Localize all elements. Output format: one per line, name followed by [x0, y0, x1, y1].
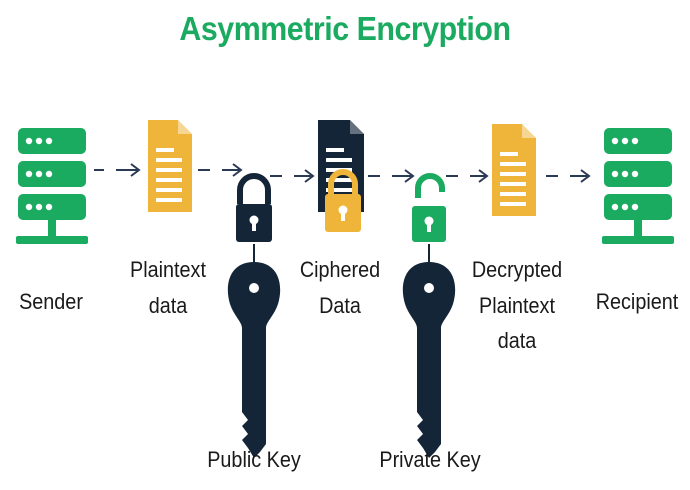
private-key-label: Private Key [372, 448, 487, 472]
plaintext-label-line-1: Plaintext [130, 257, 206, 282]
arrow-public-lock-to-ciphered [270, 169, 314, 183]
public-key-label: Public Key [198, 448, 310, 472]
private-key-icon [402, 262, 456, 458]
private-key-label-text: Private Key [379, 447, 481, 472]
recipient-server-icon [602, 128, 674, 244]
sender-label: Sender [5, 290, 97, 314]
public-key-icon [227, 262, 281, 458]
recipient-label-text: Recipient [595, 289, 679, 314]
decrypted-label-line-2: Plaintext [479, 292, 555, 318]
closed-padlock-icon [236, 173, 272, 242]
decrypted-label-line-3: data [497, 328, 537, 354]
decrypted-label: Decrypted Plaintext data [468, 258, 567, 353]
sender-label-text: Sender [19, 289, 83, 314]
encrypted-document-icon [318, 120, 364, 232]
ciphered-label: Ciphered Data [295, 258, 385, 317]
arrow-ciphered-to-private-lock [368, 169, 414, 183]
sender-server-icon [16, 128, 88, 244]
ciphered-label-line-2: Data [319, 292, 361, 318]
public-key-label-text: Public Key [207, 447, 301, 472]
plaintext-document-icon [148, 120, 192, 212]
arrow-sender-to-plaintext [94, 163, 140, 177]
arrow-decrypted-to-recipient [546, 169, 590, 183]
plaintext-label: Plaintext data [123, 258, 213, 317]
ciphered-label-line-1: Ciphered [299, 257, 381, 282]
open-padlock-icon [412, 173, 446, 242]
decrypted-label-line-1: Decrypted [471, 257, 563, 282]
decrypted-document-icon [492, 124, 536, 216]
arrow-plaintext-to-public-lock [198, 163, 242, 177]
page-title: Asymmetric Encryption [179, 10, 511, 47]
arrow-private-lock-to-decrypted [446, 169, 488, 183]
flow-arrows [94, 163, 590, 183]
plaintext-label-line-2: data [148, 292, 188, 318]
recipient-label: Recipient [589, 290, 684, 314]
